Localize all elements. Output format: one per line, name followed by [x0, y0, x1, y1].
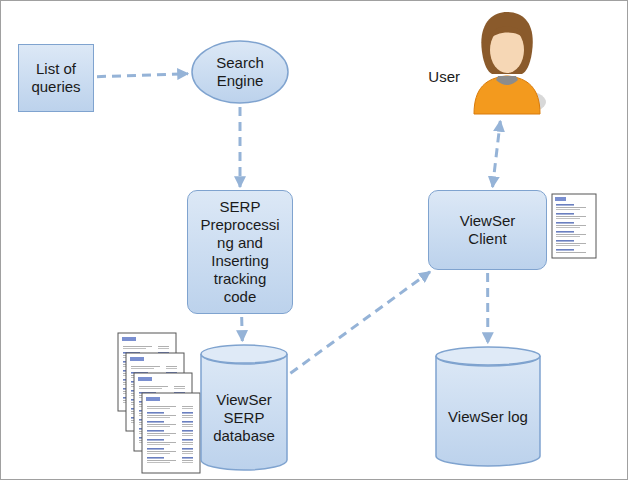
dashed-arrow	[240, 317, 244, 341]
node-outline	[435, 346, 541, 466]
node-label: SERP Preprocessing and Inserting trackin…	[193, 198, 287, 306]
process-ellipse: Search Engine	[191, 40, 289, 104]
serp-page-thumbnail	[552, 194, 596, 258]
dashed-arrow	[493, 121, 501, 187]
node-label: List of queries	[24, 60, 88, 96]
process-box: SERP Preprocessing and Inserting trackin…	[187, 190, 293, 314]
node-label: ViewSer Client	[434, 212, 541, 248]
user-icon: User	[468, 10, 546, 118]
node-label: Search Engine	[209, 54, 271, 90]
node-label: ViewSer log	[441, 408, 535, 426]
dashed-arrow	[239, 107, 242, 187]
dashed-arrow	[486, 273, 489, 343]
dashed-arrow	[97, 74, 188, 77]
input-box: List of queries	[18, 44, 94, 112]
process-box: ViewSer Client	[428, 190, 547, 270]
node-label: ViewSer SERP database	[206, 391, 282, 445]
dashed-arrow	[290, 272, 430, 373]
database-cylinder: ViewSer log	[435, 346, 541, 466]
database-cylinder: ViewSer SERP database	[200, 344, 288, 470]
serp-page-stack	[118, 333, 200, 473]
user-figure	[468, 10, 546, 118]
node-label: User	[428, 68, 460, 85]
